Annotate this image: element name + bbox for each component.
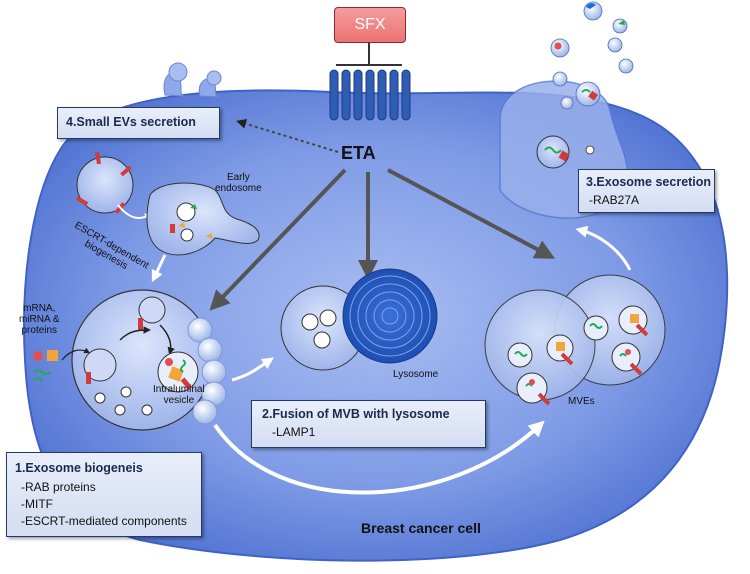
eta-receptor (329, 69, 411, 121)
early-endosome-line: endosome (215, 183, 262, 194)
biogenesis-box: 1.Exosome biogeneis -RAB proteins -MITF … (6, 452, 202, 537)
budding-evs (163, 62, 222, 98)
early-endosome (146, 182, 260, 256)
lamp-beads (187, 317, 227, 425)
cargo-line: mRNA, (23, 303, 56, 314)
sfx-ligand: SFX (334, 7, 406, 43)
fusion-box: 2.Fusion of MVB with lysosome -LAMP1 (251, 400, 486, 448)
early-endosome-label: Early endosome (215, 172, 262, 194)
biogenesis-item: -MITF (21, 497, 53, 511)
lysosome (342, 268, 438, 364)
small-evs-box: 4.Small EVs secretion (57, 107, 220, 139)
intraluminal-line: vesicle (163, 395, 195, 406)
biogenesis-item: -RAB proteins (21, 480, 96, 494)
dotted-arrow-evs (236, 118, 339, 153)
eta-signal-arrows (209, 168, 556, 311)
intraluminal-label: Intraluminal vesicle (153, 384, 205, 406)
lysosome-label: Lysosome (393, 369, 439, 380)
secretion-vesicle (536, 135, 570, 169)
eta-label: ETA (341, 143, 376, 163)
cargo-line: proteins (21, 325, 58, 336)
released-exosomes (550, 1, 634, 110)
cargo-line: miRNA & (19, 314, 60, 325)
endocytic-vesicle (76, 156, 134, 214)
fusion-title: 2.Fusion of MVB with lysosome (262, 407, 450, 421)
cargo-label: mRNA, miRNA & proteins (19, 303, 60, 336)
biogenesis-item: -ESCRT-mediated components (21, 514, 187, 528)
exosome-secretion-item: -RAB27A (589, 193, 640, 207)
intraluminal-line: Intraluminal (153, 384, 205, 395)
cell-label: Breast cancer cell (361, 520, 481, 536)
exosome-secretion-box: 3.Exosome secretion -RAB27A (578, 169, 715, 213)
fusion-item: -LAMP1 (272, 425, 316, 439)
small-evs-title: 4.Small EVs secretion (66, 115, 196, 129)
exosome-secretion-title: 3.Exosome secretion (586, 175, 712, 189)
early-endosome-line: Early (226, 172, 250, 183)
biogenesis-title: 1.Exosome biogeneis (15, 461, 143, 475)
mves-label: MVEs (568, 396, 595, 407)
